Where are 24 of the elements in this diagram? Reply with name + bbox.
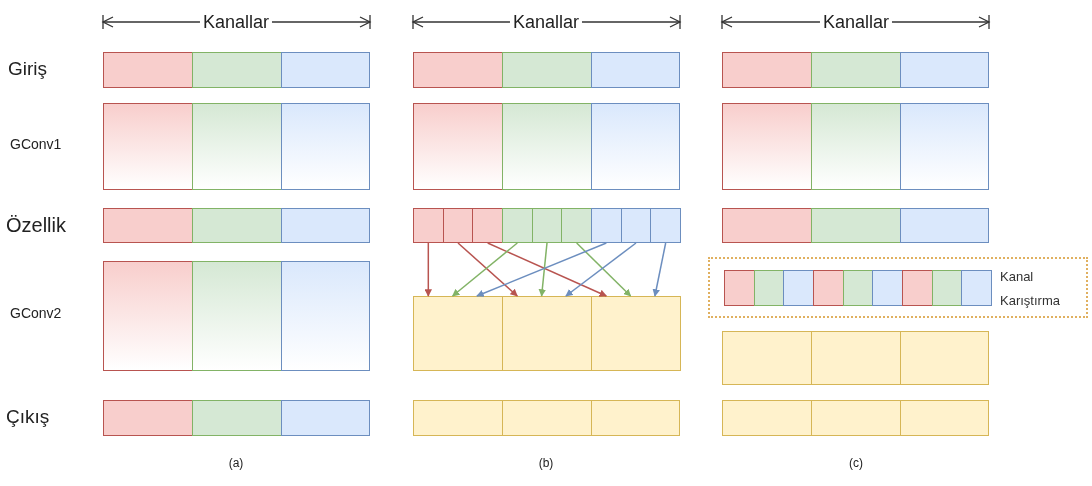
panel-label: (a) xyxy=(228,456,244,470)
gconv-block xyxy=(502,296,592,371)
layer-label: Giriş xyxy=(8,58,48,80)
channel-cell xyxy=(561,208,592,243)
arrow xyxy=(538,242,548,297)
layer-label: Özellik xyxy=(6,214,66,237)
channel-shuffle-group xyxy=(708,257,1088,318)
arrow xyxy=(652,242,667,297)
layer-label: GConv2 xyxy=(10,305,62,321)
arrow xyxy=(424,242,433,297)
gconv-block xyxy=(591,296,681,371)
arrow xyxy=(575,242,632,297)
panel-label: (c) xyxy=(849,456,863,470)
shuffle-label: Kanal Karıştırma xyxy=(1000,268,1061,310)
layer-label: Çıkış xyxy=(6,406,50,428)
arrow xyxy=(565,242,637,297)
channel-cell xyxy=(502,208,533,243)
channel-cell xyxy=(591,208,622,243)
layer-label: GConv1 xyxy=(10,136,62,152)
gconv-block xyxy=(413,296,503,371)
panel-label: (b) xyxy=(538,456,554,470)
channel-cell xyxy=(472,208,503,243)
channel-cell xyxy=(413,208,444,243)
channel-cell xyxy=(650,208,681,243)
